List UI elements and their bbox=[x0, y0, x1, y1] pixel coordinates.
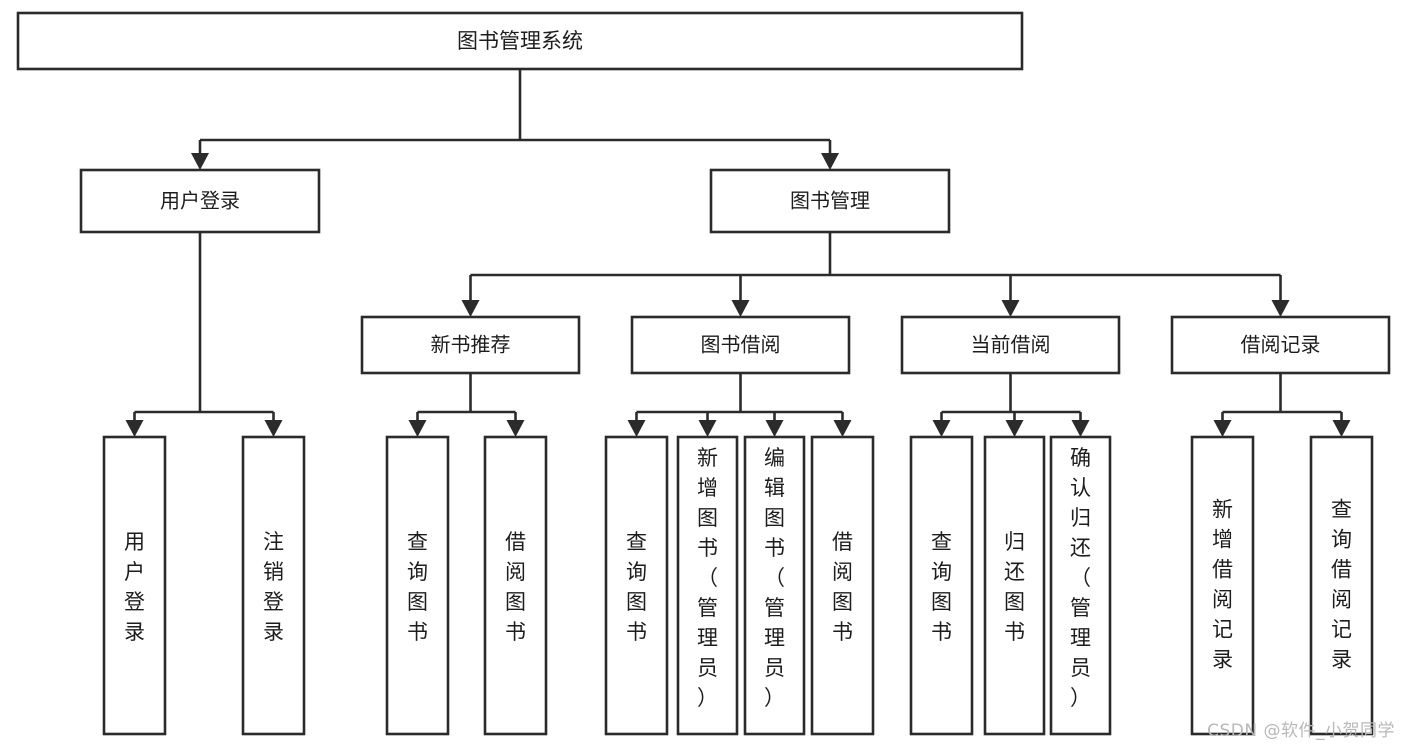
node-new-book-rec-label: 新书推荐 bbox=[431, 333, 511, 357]
node-new-book-rec[interactable]: 新书推荐 bbox=[360, 315, 581, 375]
node-user-login-label: 用户登录 bbox=[160, 189, 240, 213]
node-leaf-query-book-2-rect bbox=[604, 435, 669, 736]
node-book-borrow[interactable]: 图书借阅 bbox=[630, 315, 851, 375]
arrow-head-to-leaf-add-book bbox=[698, 420, 717, 437]
arrow-head-to-leaf-query-book-3 bbox=[932, 420, 951, 437]
node-leaf-borrow-book-1-rect bbox=[483, 435, 548, 736]
node-borrow-record[interactable]: 借阅记录 bbox=[1170, 315, 1391, 375]
node-leaf-logout-label: 注销登录 bbox=[263, 530, 284, 644]
node-leaf-return-book[interactable]: 归还图书 bbox=[983, 435, 1046, 736]
node-leaf-add-record-label: 新增借阅记录 bbox=[1212, 498, 1233, 672]
node-book-manage-rect bbox=[709, 168, 951, 234]
node-current-borrow-rect bbox=[900, 315, 1121, 375]
node-root-rect bbox=[16, 11, 1024, 71]
node-leaf-add-record[interactable]: 新增借阅记录 bbox=[1190, 435, 1255, 736]
node-leaf-logout-rect bbox=[241, 435, 306, 736]
connector-lines bbox=[125, 69, 1351, 437]
node-leaf-query-record[interactable]: 查询借阅记录 bbox=[1309, 435, 1374, 736]
node-book-manage[interactable]: 图书管理 bbox=[709, 168, 951, 234]
arrow-head-to-book-manage bbox=[821, 153, 839, 170]
arrow-head-to-leaf-logout bbox=[264, 420, 283, 437]
arrow-head-to-current-borrow bbox=[1001, 300, 1020, 317]
arrow-head-to-leaf-query-book-1 bbox=[408, 420, 427, 437]
node-leaf-edit-book-label: 编辑图书（管理员） bbox=[764, 446, 785, 710]
node-leaf-confirm-return-rect bbox=[1049, 435, 1112, 736]
node-leaf-borrow-book-1-label: 借阅图书 bbox=[505, 530, 526, 644]
node-leaf-confirm-return-label: 确认归还（管理员） bbox=[1070, 446, 1091, 710]
node-leaf-query-book-3[interactable]: 查询图书 bbox=[909, 435, 974, 736]
arrow-head-to-leaf-add-record bbox=[1213, 420, 1232, 437]
node-leaf-return-book-rect bbox=[983, 435, 1046, 736]
node-root-label: 图书管理系统 bbox=[457, 29, 583, 53]
node-leaf-add-book-label: 新增图书（管理员） bbox=[697, 446, 718, 710]
node-leaf-add-record-rect bbox=[1190, 435, 1255, 736]
node-leaf-add-book[interactable]: 新增图书（管理员） bbox=[676, 435, 739, 736]
node-book-borrow-rect bbox=[630, 315, 851, 375]
node-leaf-user-login[interactable]: 用户登录 bbox=[102, 435, 167, 736]
node-leaf-borrow-book-2-rect bbox=[810, 435, 875, 736]
node-user-login-rect bbox=[79, 168, 321, 234]
node-leaf-query-book-2[interactable]: 查询图书 bbox=[604, 435, 669, 736]
diagram-nodes: 图书管理系统用户登录图书管理新书推荐图书借阅当前借阅借阅记录用户登录注销登录查询… bbox=[16, 11, 1391, 736]
node-book-borrow-label: 图书借阅 bbox=[701, 333, 781, 357]
node-leaf-query-book-3-label: 查询图书 bbox=[931, 530, 952, 644]
node-leaf-borrow-book-1[interactable]: 借阅图书 bbox=[483, 435, 548, 736]
node-leaf-add-book-rect bbox=[676, 435, 739, 736]
arrow-head-to-leaf-borrow-book-1 bbox=[506, 420, 525, 437]
node-leaf-user-login-rect bbox=[102, 435, 167, 736]
node-new-book-rec-rect bbox=[360, 315, 581, 375]
node-leaf-borrow-book-2[interactable]: 借阅图书 bbox=[810, 435, 875, 736]
node-root[interactable]: 图书管理系统 bbox=[16, 11, 1024, 71]
csdn-watermark: CSDN @软件_小贺同学 bbox=[1207, 721, 1395, 741]
node-user-login[interactable]: 用户登录 bbox=[79, 168, 321, 234]
node-leaf-edit-book-rect bbox=[743, 435, 806, 736]
node-borrow-record-label: 借阅记录 bbox=[1241, 333, 1321, 357]
node-leaf-query-book-3-rect bbox=[909, 435, 974, 736]
node-leaf-return-book-label: 归还图书 bbox=[1004, 530, 1025, 644]
node-book-manage-label: 图书管理 bbox=[790, 189, 870, 213]
node-leaf-confirm-return[interactable]: 确认归还（管理员） bbox=[1049, 435, 1112, 736]
arrow-head-to-leaf-query-book-2 bbox=[627, 420, 646, 437]
node-leaf-query-record-rect bbox=[1309, 435, 1374, 736]
node-leaf-query-book-1-label: 查询图书 bbox=[407, 530, 428, 644]
node-leaf-query-book-1[interactable]: 查询图书 bbox=[385, 435, 450, 736]
node-current-borrow-label: 当前借阅 bbox=[971, 333, 1051, 357]
arrow-head-to-book-borrow bbox=[731, 300, 750, 317]
node-leaf-user-login-label: 用户登录 bbox=[124, 530, 145, 644]
arrow-head-to-user-login bbox=[191, 153, 209, 170]
arrow-head-to-leaf-borrow-book-2 bbox=[833, 420, 852, 437]
arrow-head-to-leaf-user-login bbox=[125, 420, 144, 437]
node-leaf-query-book-1-rect bbox=[385, 435, 450, 736]
arrow-head-to-leaf-edit-book bbox=[765, 420, 784, 437]
node-leaf-edit-book[interactable]: 编辑图书（管理员） bbox=[743, 435, 806, 736]
arrow-head-to-borrow-record bbox=[1271, 300, 1290, 317]
node-leaf-logout[interactable]: 注销登录 bbox=[241, 435, 306, 736]
arrow-head-to-new-book-rec bbox=[461, 300, 480, 317]
arrow-head-to-leaf-confirm-return bbox=[1071, 420, 1090, 437]
node-borrow-record-rect bbox=[1170, 315, 1391, 375]
node-leaf-query-book-2-label: 查询图书 bbox=[626, 530, 647, 644]
node-leaf-borrow-book-2-label: 借阅图书 bbox=[832, 530, 853, 644]
arrow-head-to-leaf-query-record bbox=[1332, 420, 1351, 437]
arrow-head-to-leaf-return-book bbox=[1005, 420, 1024, 437]
node-leaf-query-record-label: 查询借阅记录 bbox=[1331, 498, 1352, 672]
node-current-borrow[interactable]: 当前借阅 bbox=[900, 315, 1121, 375]
